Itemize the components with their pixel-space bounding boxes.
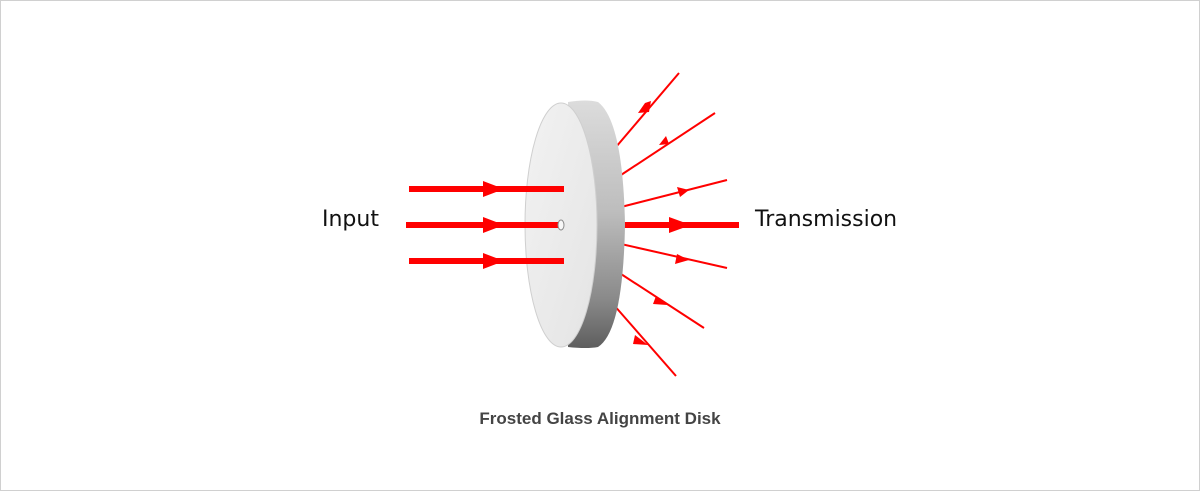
scattered-ray — [620, 243, 728, 269]
scattered-rays — [612, 72, 728, 377]
input-label: Input — [322, 207, 379, 232]
incoming-beam — [406, 217, 559, 233]
scattered-ray — [620, 273, 705, 329]
scattered-ray — [615, 72, 680, 148]
scattered-ray — [620, 112, 716, 176]
scattered-ray — [620, 179, 728, 208]
scattered-ray — [612, 303, 677, 377]
incoming-beam — [409, 253, 564, 269]
diagram-caption: Frosted Glass Alignment Disk — [479, 409, 721, 428]
transmission-label: Transmission — [755, 207, 898, 232]
incoming-beams — [406, 181, 564, 269]
alignment-hole — [557, 219, 565, 231]
arrow-right-icon — [483, 253, 504, 269]
arrow-right-icon — [483, 217, 504, 233]
arrow-right-icon — [483, 181, 504, 197]
transmitted-beam — [621, 217, 739, 233]
incoming-beam — [409, 181, 564, 197]
